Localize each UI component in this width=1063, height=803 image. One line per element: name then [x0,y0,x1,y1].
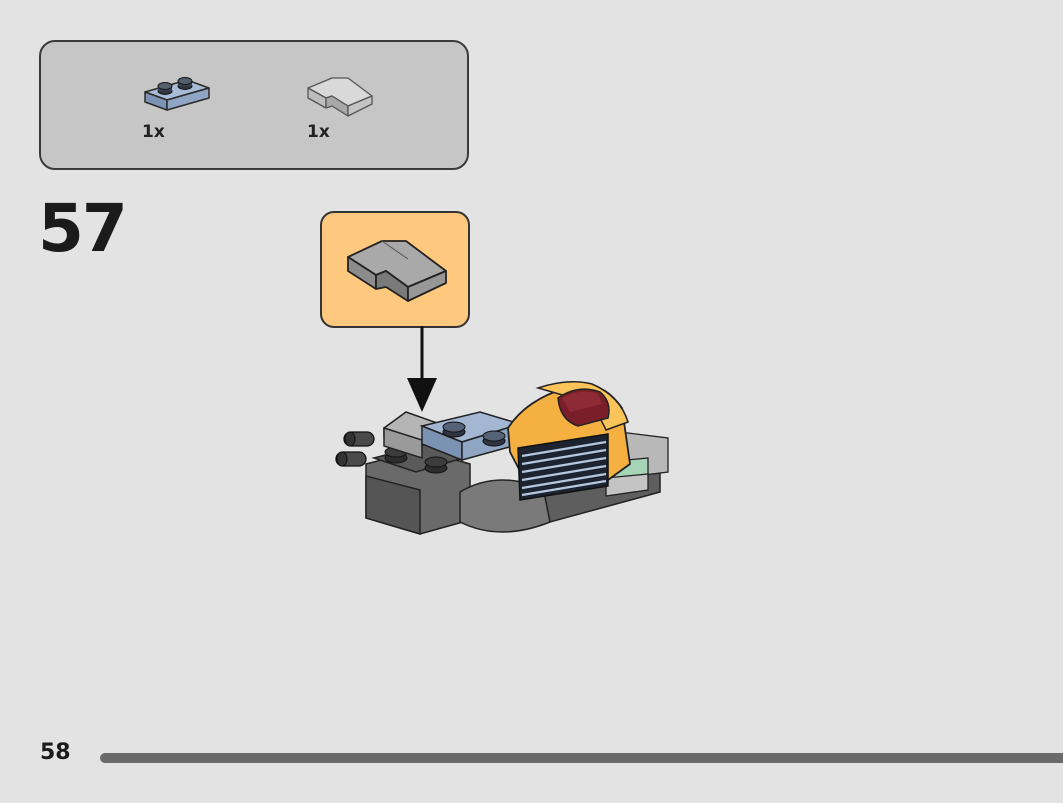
part-quantity: 1x [142,122,165,142]
part-quantity: 1x [307,122,330,142]
gray-slope-icon [306,74,376,118]
new-part-callout [320,211,470,328]
parts-list-box: 1x 1x [39,40,469,170]
ship-assembly-icon [330,372,680,546]
page-number: 58 [40,740,71,765]
progress-bar [100,753,1063,763]
step-number: 57 [38,190,128,267]
down-arrow-icon [405,326,439,420]
gray-slope-icon [344,235,450,305]
blue-plate-1x2-icon [141,74,213,114]
